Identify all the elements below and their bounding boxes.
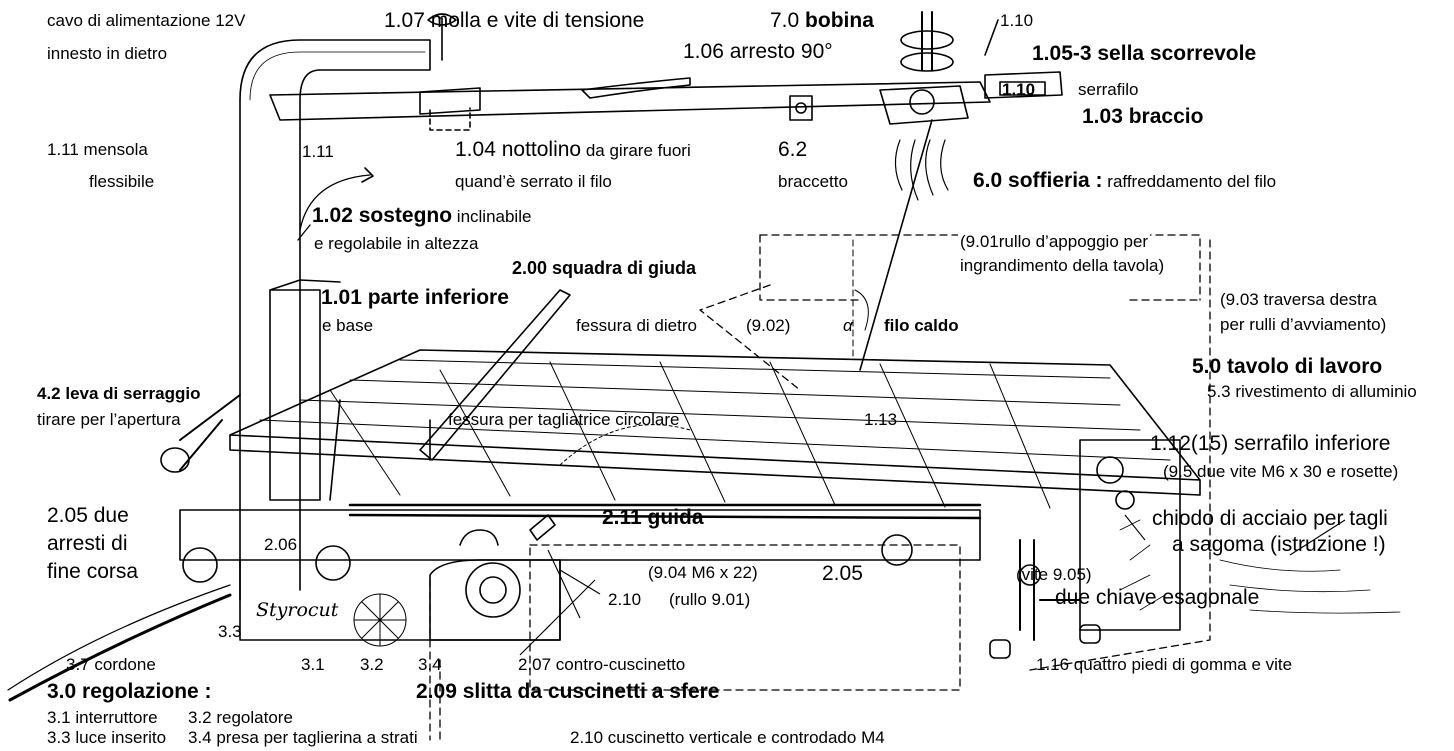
label-902: (9.02) [746, 316, 791, 335]
label-circular-slot: fessura per tagliatrice circolare [448, 410, 680, 429]
label-pawl-note: quand’è serrato il filo [455, 172, 612, 191]
label-end-stops-3: fine corsa [47, 560, 139, 583]
label-power-cable: cavo di alimentazione 12V [47, 11, 246, 30]
label-cord: 3.7 cordone [66, 655, 156, 674]
label-31: 3.1 [301, 655, 325, 674]
label-steel-nail-note: a sagoma (istruzione !) [1172, 533, 1386, 556]
hot-wire [859, 119, 933, 371]
column-outline [239, 99, 301, 601]
label-32: 3.2 [360, 655, 384, 674]
label-wire-clamp: serrafilo [1078, 80, 1139, 99]
label-layer-cutter-socket: 3.4 presa per taglierina a strati [188, 728, 418, 747]
base-outline [179, 509, 981, 561]
label-aluminium: 5.3 rivestimento di alluminio [1207, 382, 1417, 401]
table-top [229, 349, 1201, 481]
label-110-box: 1.10 [1002, 80, 1036, 99]
leader-lines [519, 514, 1346, 656]
label-steel-nail: chiodo di acciaio per tagli [1152, 507, 1388, 530]
label-bracket: 1.11 mensola [47, 140, 148, 159]
label-counter-bearing: 2.07 contro-cuscinetto [518, 655, 686, 674]
brand-logo: Styrocut [256, 599, 339, 621]
label-light: 3.3 luce inserito [47, 728, 167, 747]
label-clamp-lever-note: tirare per l’apertura [37, 410, 181, 429]
label-support-height: e regolabile in altezza [314, 234, 479, 253]
label-111: 1.11 [302, 142, 334, 161]
label-tension-spring: 1.07 molla e vite di tensione [384, 9, 645, 32]
label-small-arm: braccetto [778, 172, 848, 191]
label-sliding-saddle: 1.05-3 sella scorrevole [1032, 42, 1257, 65]
label-stop-90: 1.06 arresto 90° [683, 40, 833, 63]
label-m6x22: (9.04 M6 x 22) [648, 563, 758, 582]
label-113: 1.13 [864, 410, 898, 429]
label-regulator: 3.2 regolatore [188, 708, 293, 727]
label-guide-rail: 2.11 guida [602, 506, 704, 529]
label-pawl: 1.04 nottolino da girare fuori [455, 138, 691, 161]
label-crossbar: (9.03 traversa destra [1220, 290, 1377, 309]
label-hex-keys: due chiave esagonale [1055, 586, 1260, 609]
label-vertical-bearing: 2.10 cuscinetto verticale e controdado M… [570, 728, 885, 747]
bracket-outline [239, 39, 431, 129]
label-62: 6.2 [778, 138, 808, 161]
label-screw-905: (vite 9.05) [1016, 565, 1092, 584]
label-blower: 6.0 soffieria : raffreddamento del filo [973, 169, 1277, 192]
label-support-roller-note: ingrandimento della tavola) [958, 256, 1167, 276]
label-ball-slide: 2.09 slitta da cuscinetti a sfere [416, 680, 720, 703]
label-arm: 1.03 braccio [1082, 105, 1204, 128]
label-end-stops-1: 2.05 due [47, 504, 129, 527]
label-worktable: 5.0 tavolo di lavoro [1192, 355, 1383, 378]
label-roller-901: (rullo 9.01) [669, 590, 751, 609]
label-34: 3.4 [418, 655, 442, 674]
label-clamp-lever: 4.2 leva di serraggio [37, 384, 201, 403]
label-210: 2.10 [608, 590, 642, 609]
label-hot-wire: filo caldo [884, 316, 959, 335]
label-base: e base [322, 316, 374, 335]
label-110-top: 1.10 [1000, 11, 1034, 30]
arm-end [984, 71, 1063, 99]
label-control: 3.0 regolazione : [47, 680, 212, 703]
label-spool: 7.0 bobina [770, 9, 874, 32]
label-m6-screws: (9.5 due vite M6 x 30 e rosette) [1163, 462, 1399, 481]
label-switch: 3.1 interruttore [47, 708, 158, 727]
label-33: 3.3 [218, 622, 242, 641]
label-support-roller: (9.01rullo d’appoggio per [958, 232, 1151, 252]
label-alpha: α [843, 316, 853, 335]
label-support: 1.02 sostegno inclinabile [312, 204, 532, 227]
label-206: 2.06 [264, 535, 298, 554]
label-lower-part: 1.01 parte inferiore [321, 286, 509, 309]
tension-screw [427, 13, 457, 61]
label-bracket-flexible: flessibile [89, 172, 155, 191]
label-rear-slot: fessura di dietro [574, 316, 699, 336]
label-205: 2.05 [822, 562, 863, 585]
label-guide-square: 2.00 squadra di giuda [512, 258, 697, 278]
arm-outline [269, 81, 991, 121]
label-lower-clamp: 1.12(15) serrafilo inferiore [1150, 432, 1391, 455]
label-rubber-feet: 1.16 quattro piedi di gomma e vite [1036, 655, 1293, 674]
label-power-cable-rear: innesto in dietro [47, 44, 168, 63]
label-end-stops-2: arresti di [47, 532, 128, 555]
extension-dashed [429, 234, 1211, 741]
label-crossbar-note: per rulli d’avviamento) [1220, 315, 1387, 334]
